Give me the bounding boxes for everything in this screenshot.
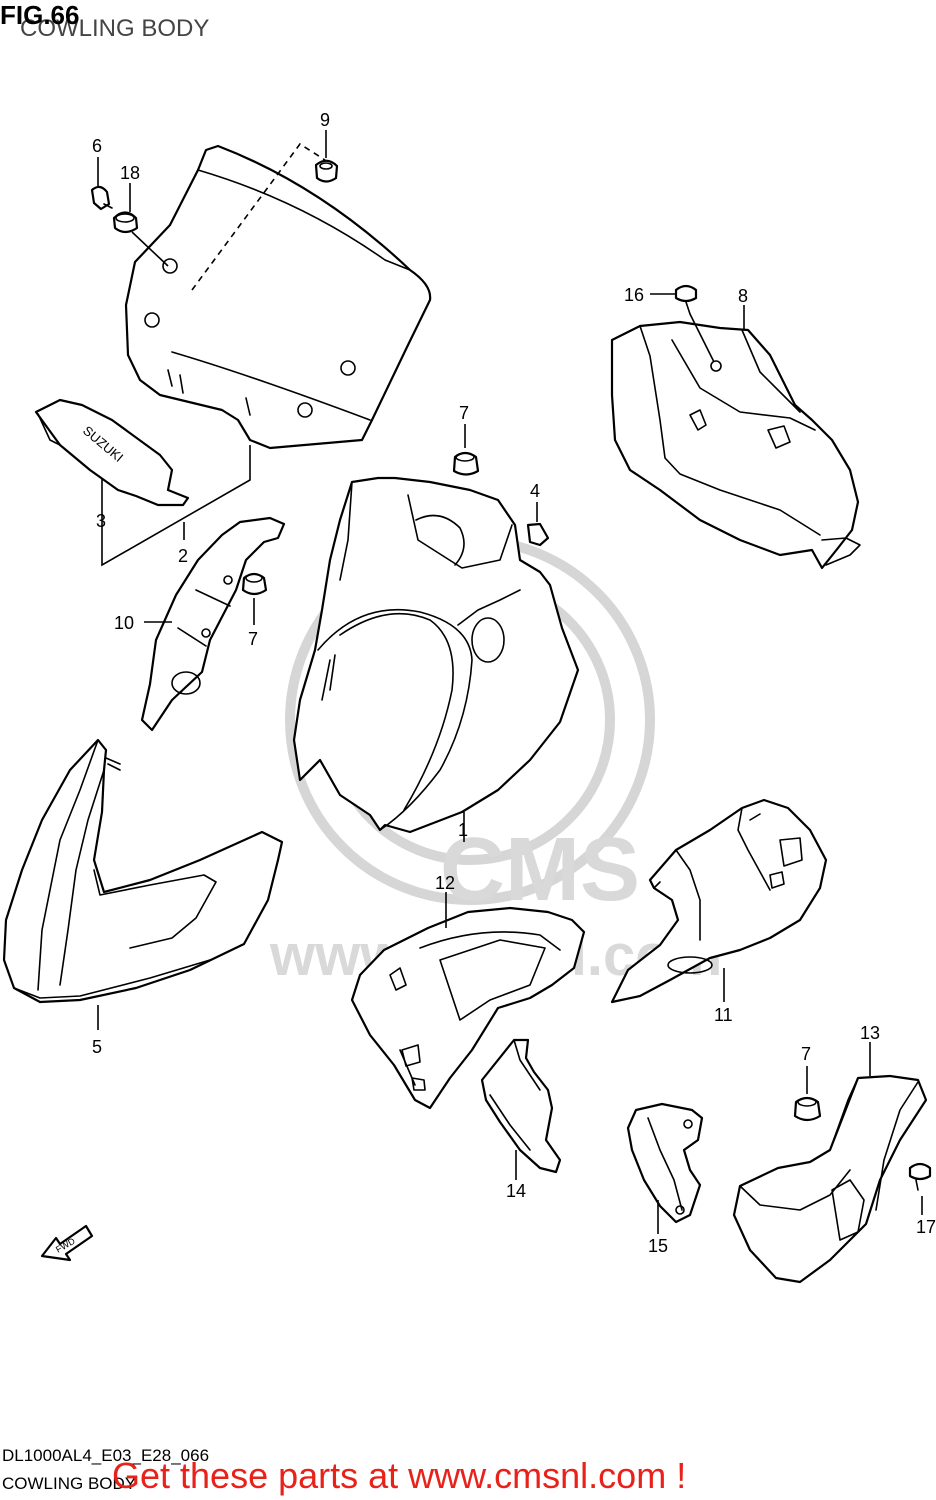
promo-link[interactable]: Get these parts at www.cmsnl.com ! — [112, 1455, 687, 1496]
part-3-emblem: SUZUKI — [34, 398, 190, 507]
callout-7b: 7 — [459, 403, 469, 423]
part-18-grommet — [112, 211, 139, 234]
fwd-arrow: FWD — [40, 1224, 94, 1262]
callout-8: 8 — [738, 286, 748, 306]
callout-10: 10 — [114, 613, 134, 633]
part-7-cushion-c — [793, 1096, 822, 1122]
part-6-bolt — [90, 185, 113, 211]
callout-9: 9 — [320, 110, 330, 130]
part-14-bracket — [480, 1038, 562, 1174]
part-7-cushion-b — [452, 451, 480, 476]
model-code: DL1000AL4_E03_E28_066 — [2, 1446, 210, 1465]
part-5-front-cowl — [2, 738, 284, 1004]
part-8-inner-panel — [610, 320, 861, 570]
callout-17: 17 — [916, 1217, 936, 1237]
callout-6: 6 — [92, 136, 102, 156]
part-17-screw — [908, 1162, 932, 1191]
callout-numbers: 1 2 3 4 5 6 7 7 7 8 9 10 11 12 13 14 15 … — [92, 110, 936, 1256]
callout-7a: 7 — [248, 629, 258, 649]
callout-14: 14 — [506, 1181, 526, 1201]
callout-7c: 7 — [801, 1044, 811, 1064]
callout-1: 1 — [458, 820, 468, 840]
callout-4: 4 — [530, 481, 540, 501]
callout-18: 18 — [120, 163, 140, 183]
footer-section-name: COWLING BODY — [2, 1474, 137, 1493]
diagram-subtitle: COWLING BODY — [20, 15, 210, 42]
callout-3: 3 — [96, 511, 106, 531]
callout-2: 2 — [178, 546, 188, 566]
callout-11: 11 — [714, 1005, 733, 1025]
part-13-side-cover — [732, 1074, 928, 1284]
callout-5: 5 — [92, 1037, 102, 1057]
part-10-bracket — [140, 516, 286, 732]
callout-15: 15 — [648, 1236, 668, 1256]
part-11-lower-cowl — [610, 798, 828, 1004]
callout-13: 13 — [860, 1023, 880, 1043]
figure-label: FIG.66 — [0, 0, 80, 30]
part-15-bracket — [626, 1102, 704, 1224]
callout-16: 16 — [624, 285, 644, 305]
part-2-windscreen — [124, 144, 432, 450]
part-12-lower-cowl — [350, 906, 586, 1110]
part-7-cushion-a — [241, 572, 268, 596]
callout-12: 12 — [435, 873, 455, 893]
watermark-brand: CMS — [440, 820, 640, 920]
part-4-clip-nut — [526, 522, 550, 547]
part-16-screw — [674, 284, 698, 315]
part-1-cowl-body — [292, 476, 580, 834]
part-9-nut — [314, 159, 339, 183]
